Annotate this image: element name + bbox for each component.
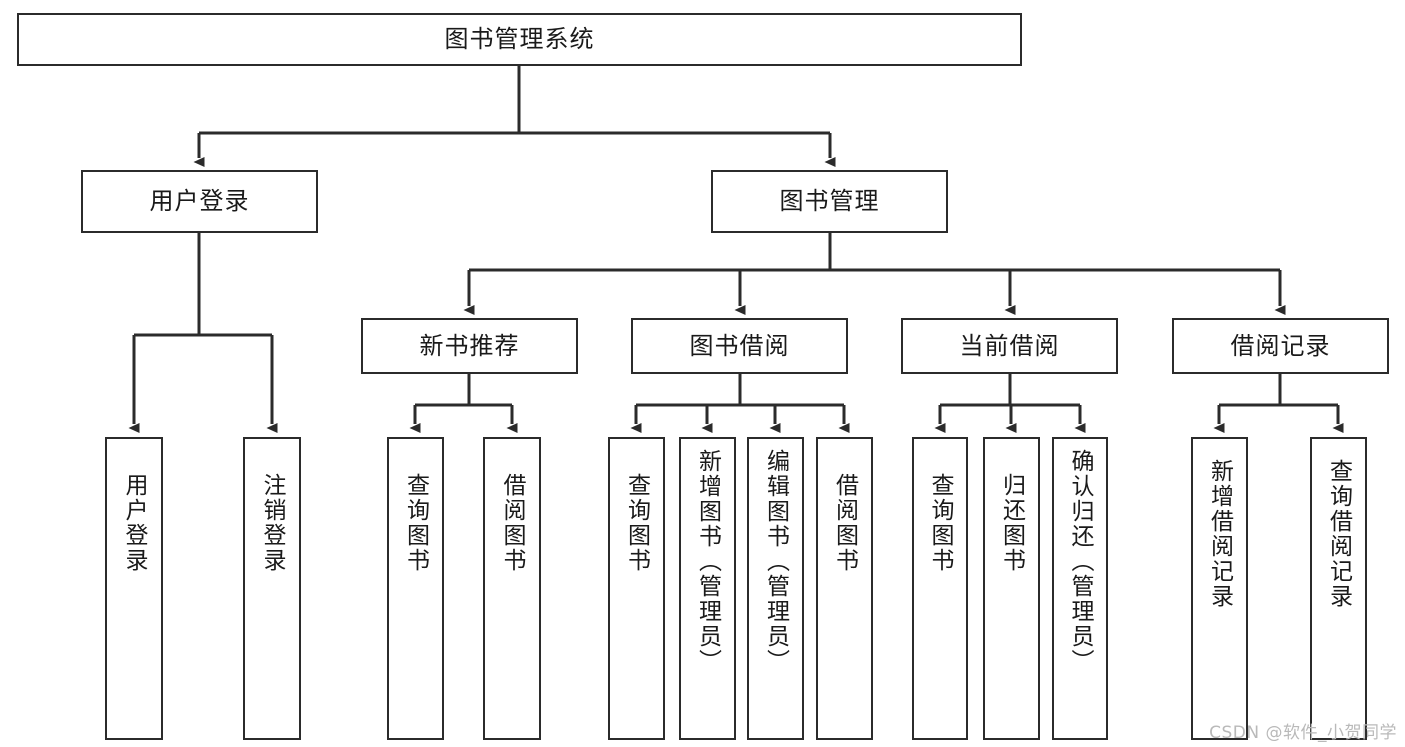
node-label: 用户登录 (149, 187, 250, 216)
node-label: 图书管理系统 (444, 25, 595, 54)
node-leaf-user-login[interactable]: 用户登录 (105, 437, 163, 740)
node-new-book-recommend[interactable]: 新书推荐 (361, 318, 578, 374)
node-label: 查询图书 (623, 473, 650, 573)
node-label: 编辑图书（管理员） (762, 449, 789, 674)
node-leaf-query-book-3[interactable]: 查询图书 (912, 437, 968, 740)
node-user-login[interactable]: 用户登录 (81, 170, 318, 233)
node-label: 图书借阅 (689, 331, 790, 360)
node-leaf-add-book[interactable]: 新增图书（管理员） (679, 437, 736, 740)
node-leaf-edit-book[interactable]: 编辑图书（管理员） (747, 437, 804, 740)
node-book-borrow[interactable]: 图书借阅 (631, 318, 848, 374)
node-leaf-borrow-book-1[interactable]: 借阅图书 (483, 437, 541, 740)
node-root-system[interactable]: 图书管理系统 (17, 13, 1022, 66)
node-label: 注销登录 (259, 473, 286, 573)
node-leaf-borrow-book-2[interactable]: 借阅图书 (816, 437, 873, 740)
node-leaf-confirm-return[interactable]: 确认归还（管理员） (1052, 437, 1108, 740)
node-label: 借阅图书 (831, 473, 858, 573)
node-label: 当前借阅 (959, 331, 1060, 360)
node-label: 查询图书 (927, 473, 954, 573)
node-label: 查询图书 (402, 473, 429, 573)
node-leaf-add-record[interactable]: 新增借阅记录 (1191, 437, 1248, 740)
node-leaf-query-book-2[interactable]: 查询图书 (608, 437, 665, 740)
node-label: 借阅记录 (1230, 331, 1331, 360)
node-label: 新增借阅记录 (1206, 459, 1233, 609)
node-label: 用户登录 (121, 473, 148, 573)
node-label: 图书管理 (779, 187, 880, 216)
node-leaf-query-record[interactable]: 查询借阅记录 (1310, 437, 1367, 740)
node-borrow-record[interactable]: 借阅记录 (1172, 318, 1389, 374)
node-label: 借阅图书 (499, 473, 526, 573)
node-label: 确认归还（管理员） (1067, 449, 1094, 674)
node-label: 新增图书（管理员） (694, 449, 721, 674)
node-current-borrow[interactable]: 当前借阅 (901, 318, 1118, 374)
node-book-manage[interactable]: 图书管理 (711, 170, 948, 233)
node-label: 新书推荐 (419, 331, 520, 360)
node-label: 查询借阅记录 (1325, 459, 1352, 609)
node-leaf-query-book-1[interactable]: 查询图书 (387, 437, 444, 740)
node-label: 归还图书 (998, 473, 1025, 573)
node-leaf-return-book[interactable]: 归还图书 (983, 437, 1040, 740)
node-leaf-user-logout[interactable]: 注销登录 (243, 437, 301, 740)
